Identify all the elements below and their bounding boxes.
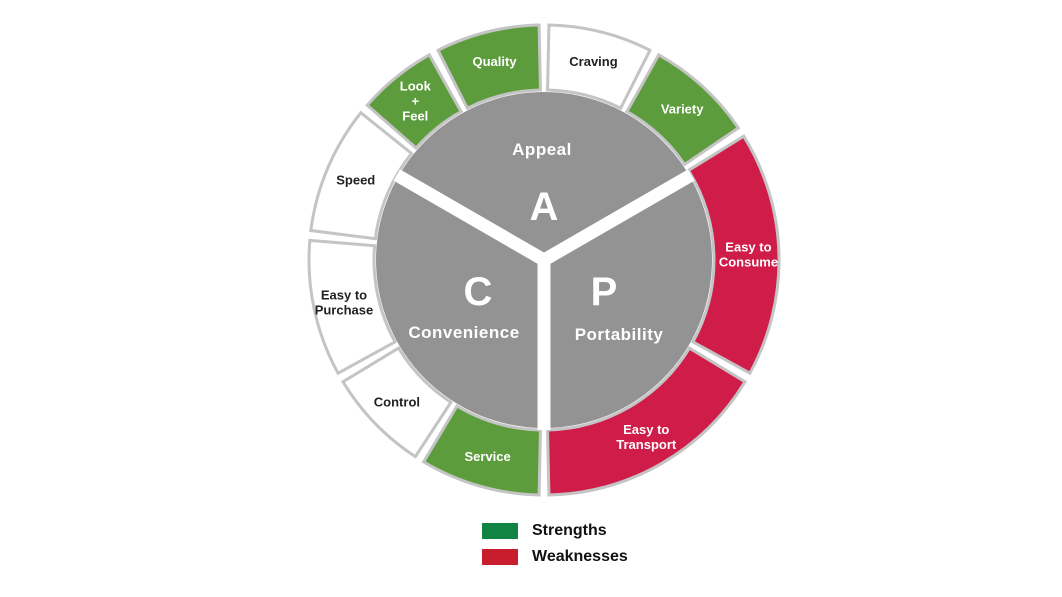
segment-label-line: Variety — [661, 102, 704, 117]
segment-variety: Variety — [624, 52, 741, 167]
core-label-appeal: Appeal — [512, 140, 572, 159]
legend-item-weaknesses: Weaknesses — [482, 548, 628, 566]
core-divider — [393, 169, 548, 266]
segment-label-control: Control — [374, 395, 420, 410]
segment-label-quality: Quality — [472, 54, 517, 69]
segment-label-craving: Craving — [569, 54, 617, 69]
segment-label-variety: Variety — [661, 102, 704, 117]
segment-service: Service — [421, 403, 542, 497]
segment-shape-easy-to-transport — [546, 346, 748, 497]
core-letter-appeal: A — [530, 185, 559, 229]
segment-shape-easy-to-purchase — [307, 238, 398, 376]
legend: Strengths Weaknesses — [482, 522, 628, 566]
segment-label-line: Transport — [616, 437, 677, 452]
segment-shape-control — [340, 346, 453, 459]
legend-swatch-strengths — [482, 523, 518, 539]
segment-label-look-feel: Look+Feel — [400, 79, 432, 124]
segment-control: Control — [340, 346, 453, 459]
segment-label-line: Consume — [719, 255, 778, 270]
segment-shape-look-feel — [365, 52, 464, 151]
segment-label-line: Purchase — [315, 303, 374, 318]
segment-shape-speed — [309, 110, 414, 241]
core-letter-convenience: C — [464, 270, 493, 314]
core-label-convenience: Convenience — [408, 323, 519, 342]
segment-label-line: Easy to — [623, 422, 669, 437]
segment-label-line: Speed — [336, 173, 375, 188]
core-letter-portability: P — [591, 270, 618, 314]
legend-swatch-weaknesses — [482, 549, 518, 565]
segment-look-feel: Look+Feel — [365, 52, 464, 151]
segment-shape-quality — [436, 23, 542, 111]
segment-label-line: + — [412, 94, 420, 109]
segment-shape-craving — [546, 23, 652, 111]
segment-label-line: Quality — [472, 54, 517, 69]
legend-item-strengths: Strengths — [482, 522, 628, 540]
inner-core — [376, 92, 712, 430]
segment-label-line: Craving — [569, 54, 617, 69]
segment-label-speed: Speed — [336, 173, 375, 188]
core-label-portability: Portability — [575, 325, 664, 344]
segment-quality: Quality — [436, 23, 542, 111]
segment-shape-easy-to-consume — [686, 134, 781, 376]
segment-label-service: Service — [464, 449, 510, 464]
segment-craving: Craving — [546, 23, 652, 111]
segment-shape-variety — [624, 52, 741, 167]
segment-label-line: Easy to — [321, 288, 367, 303]
legend-label-strengths: Strengths — [532, 522, 607, 539]
segment-label-line: Control — [374, 395, 420, 410]
legend-label-weaknesses: Weaknesses — [532, 548, 628, 565]
segment-label-line: Feel — [402, 109, 428, 124]
core-divider — [540, 169, 695, 266]
segment-speed: Speed — [309, 110, 414, 241]
segment-label-line: Easy to — [725, 240, 771, 255]
segment-label-line: Look — [400, 79, 432, 94]
segment-shape-service — [421, 403, 542, 497]
segment-label-line: Service — [464, 449, 510, 464]
